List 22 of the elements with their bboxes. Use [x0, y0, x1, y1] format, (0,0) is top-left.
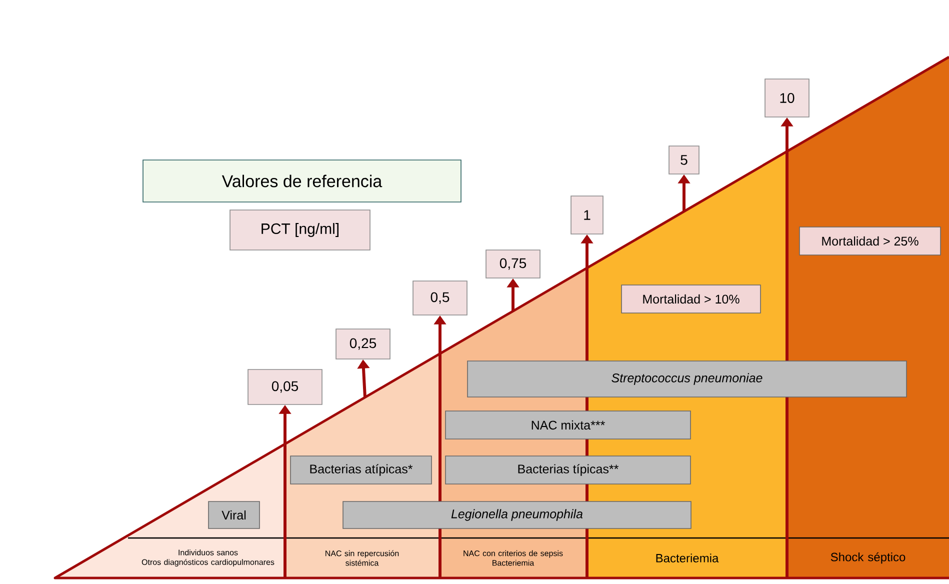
category-box: Viral: [208, 501, 260, 529]
value-box: 0,5: [412, 280, 468, 316]
mortality-box: Mortalidad > 25%: [799, 226, 941, 256]
band-cell: Individuos sanos Otros diagnósticos cardiopulmonares: [142, 549, 274, 567]
title-box: Valores de referencia: [142, 160, 462, 202]
category-box: Legionella pneumophila: [342, 501, 692, 529]
band-cell: NAC con criterios de sepsis Bacteriemia: [464, 550, 563, 566]
band-cell: NAC sin repercusión sistémica: [326, 550, 399, 566]
value-box: 1: [570, 196, 604, 234]
value-box: 5: [668, 146, 700, 174]
band-cell: Shock séptico: [830, 552, 906, 564]
value-box: 0,05: [248, 369, 322, 405]
value-box: 0,75: [486, 250, 540, 278]
category-box: Bacterias atípicas*: [290, 456, 432, 484]
category-box: NAC mixta***: [445, 410, 691, 440]
band-cell: Bacteriemia: [656, 554, 719, 562]
mortality-box: Mortalidad > 10%: [621, 284, 761, 314]
value-box: 10: [764, 78, 810, 118]
unit-box: PCT [ng/ml]: [230, 210, 370, 250]
value-box: 0,25: [336, 328, 390, 360]
category-box: Bacterias típicas**: [445, 456, 691, 484]
category-box: Streptococcus pneumoniae: [467, 360, 907, 398]
